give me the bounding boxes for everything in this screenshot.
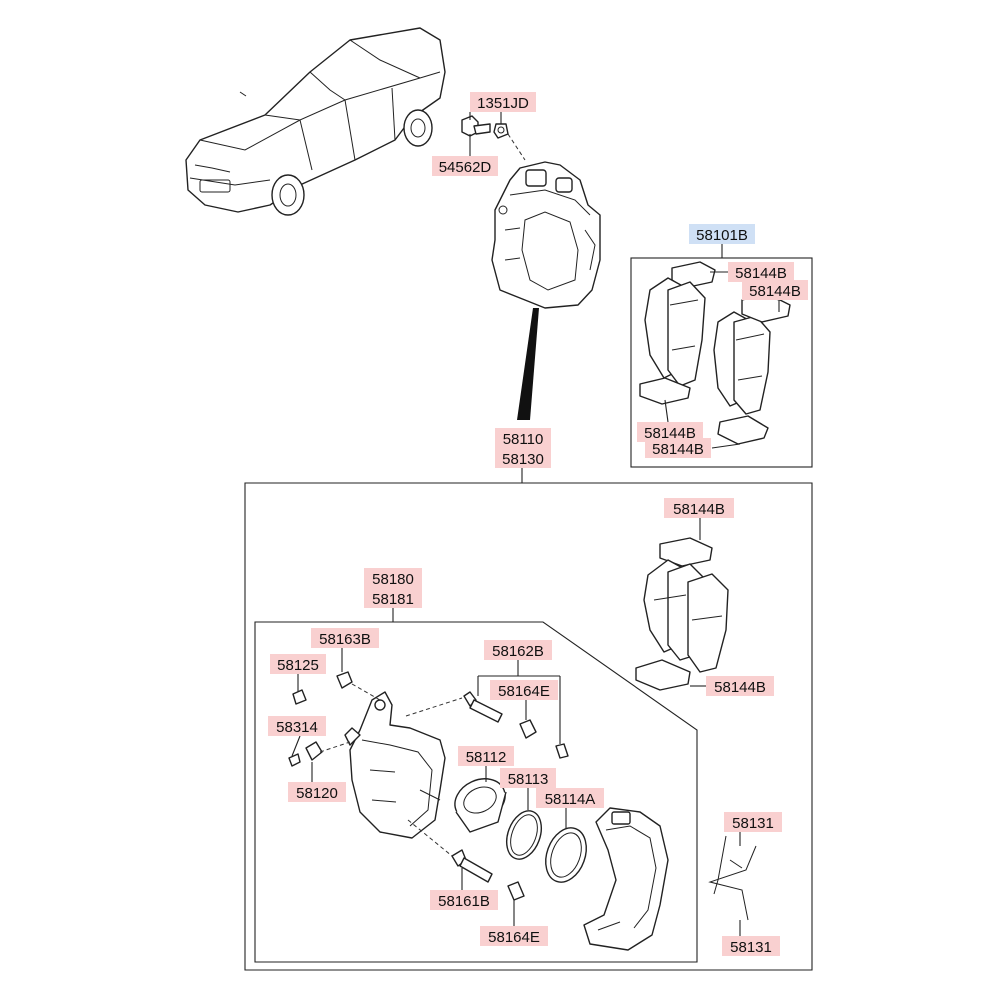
- callout-58181: 58181: [364, 588, 422, 608]
- car-illustration: [185, 27, 446, 216]
- callout-58180: 58180: [364, 568, 422, 588]
- inner-leader-lines: [291, 110, 741, 936]
- caliper-pads-illustration: [635, 518, 729, 691]
- callout-pad-kit-shim-1-text: 58144B: [735, 265, 787, 282]
- callout-pad-kit-shim-3-text: 58144B: [644, 425, 696, 442]
- callout-58110-text: 58110: [503, 431, 544, 448]
- hardware-illustration: [288, 671, 569, 901]
- callout-58112-text: 58112: [466, 749, 507, 766]
- callout-58130: 58130: [495, 448, 551, 468]
- assembly-pointer: [517, 308, 539, 420]
- callout-1351jd: 1351JD: [470, 92, 536, 112]
- callout-58162b: 58162B: [484, 640, 552, 660]
- pad-kit-pads-illustration: [639, 261, 791, 445]
- caliper-assembly-illustration: [491, 161, 601, 309]
- callout-54562d: 54562D: [432, 156, 498, 176]
- callout-guide-boot-bottom-text: 58164E: [488, 929, 540, 946]
- callout-58314-text: 58314: [276, 719, 318, 736]
- callout-58125: 58125: [270, 654, 326, 674]
- pad-kit-leader-lines: [664, 271, 780, 449]
- callout-58163b-text: 58163B: [319, 631, 371, 648]
- pad-kit-box: [630, 244, 813, 468]
- callout-pad-kit-shim-1: 58144B: [728, 262, 794, 282]
- callout-58162b-text: 58162B: [492, 643, 544, 660]
- callout-58180-text: 58180: [372, 571, 414, 588]
- callout-58120: 58120: [288, 782, 346, 802]
- callout-58113: 58113: [500, 768, 556, 788]
- callout-pad-kit-shim-4-text: 58144B: [652, 441, 704, 458]
- wear-sensor-illustration: [708, 835, 757, 921]
- callout-caliper-shim-bottom-text: 58144B: [714, 679, 766, 696]
- callout-58114a: 58114A: [536, 788, 604, 808]
- callout-58161b-text: 58161B: [438, 893, 490, 910]
- callout-58110: 58110: [495, 428, 551, 448]
- callout-54562d-text: 54562D: [439, 159, 492, 176]
- callout-pad-kit-shim-2-text: 58144B: [749, 283, 801, 300]
- bolt-1351jd-part: [461, 115, 509, 139]
- callout-caliper-shim-top-text: 58144B: [673, 501, 725, 518]
- callout-58112: 58112: [458, 746, 514, 766]
- callout-wear-sensor-bottom: 58131: [722, 936, 780, 956]
- callout-58163b: 58163B: [311, 628, 379, 648]
- callout-58130-text: 58130: [502, 451, 544, 468]
- callout-pad-kit-shim-3: 58144B: [637, 422, 703, 442]
- callout-guide-boot-top-text: 58164E: [498, 683, 550, 700]
- piston-illustration: [454, 778, 587, 883]
- callout-pad-kit-shim-4: 58144B: [645, 438, 711, 458]
- callout-58314: 58314: [268, 716, 326, 736]
- callout-58101b-text: 58101B: [696, 227, 748, 244]
- caliper-body-illustration: [344, 691, 446, 839]
- callout-guide-boot-bottom: 58164E: [480, 926, 548, 946]
- callout-pad-kit-shim-2: 58144B: [742, 280, 808, 300]
- caliper-bracket-illustration: [583, 807, 669, 951]
- callout-58114a-text: 58114A: [545, 791, 596, 808]
- callout-58101b: 58101B: [689, 224, 755, 244]
- callout-1351jd-text: 1351JD: [477, 95, 529, 112]
- caliper-assembly-box: [244, 468, 813, 971]
- callout-wear-sensor-top: 58131: [724, 812, 782, 832]
- callout-guide-boot-top: 58164E: [490, 680, 558, 700]
- callout-wear-sensor-bottom-text: 58131: [730, 939, 772, 956]
- callout-58161b: 58161B: [430, 890, 498, 910]
- caliper-body-box: [254, 608, 698, 963]
- callout-58113-text: 58113: [508, 771, 549, 788]
- callout-wear-sensor-top-text: 58131: [732, 815, 774, 832]
- callout-58120-text: 58120: [296, 785, 338, 802]
- callout-caliper-shim-top: 58144B: [664, 498, 734, 518]
- callout-58125-text: 58125: [277, 657, 319, 674]
- callout-caliper-shim-bottom: 58144B: [706, 676, 774, 696]
- callout-58181-text: 58181: [372, 591, 414, 608]
